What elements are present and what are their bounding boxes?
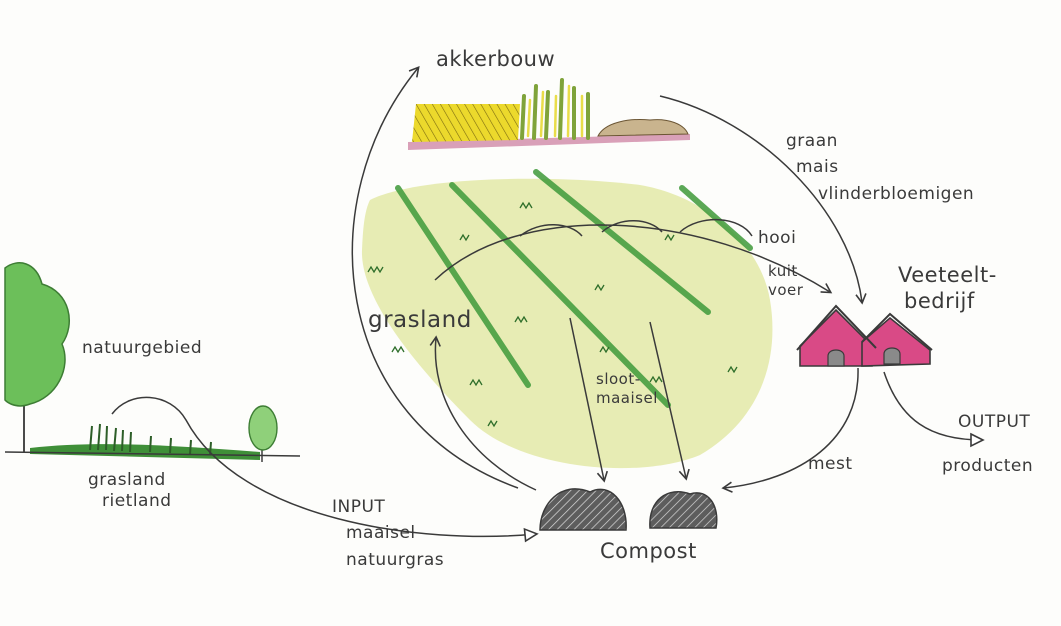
label-veeteelt-bedrijf: Veeteelt- bedrijf [898,262,997,315]
crop-field-icon [408,80,690,150]
label-akkerbouw: akkerbouw [436,46,555,72]
label-compost: Compost [600,538,697,564]
label-sloot: sloot- [596,370,658,389]
label-input: INPUT maaisel natuurgras [332,494,444,573]
label-output: OUTPUT [958,412,1030,433]
label-mais: mais [796,154,974,180]
label-rietland: rietland [102,491,172,512]
label-input-title: INPUT [332,494,444,520]
label-slootmaaisel: sloot- maaisel [596,370,658,408]
label-veeteelt: Veeteelt- [898,262,997,288]
barn-icon [797,306,932,366]
label-maaisel: maaisel [596,389,658,408]
label-natuurgebied: natuurgebied [82,338,202,359]
label-input-natuurgras: natuurgras [346,547,444,573]
label-grasland-2: grasland [88,470,172,491]
label-bedrijf: bedrijf [904,288,997,314]
label-vlinderbloemigen: vlinderbloemigen [818,181,974,207]
label-mest: mest [808,454,853,475]
label-grasland: grasland [368,306,472,335]
tree-icon [5,263,277,462]
compost-heap-icon [540,489,717,530]
label-crops: graan mais vlinderbloemigen [786,128,974,207]
label-graan: graan [786,128,974,154]
label-voer: voer [768,281,803,300]
label-kuit: kuit [768,262,803,281]
label-producten: producten [942,456,1033,477]
label-input-maaisel: maaisel [346,520,444,546]
label-kuitvoer: kuit voer [768,262,803,300]
label-grasland-rietland: grasland rietland [88,470,172,513]
label-hooi: hooi [758,228,796,249]
